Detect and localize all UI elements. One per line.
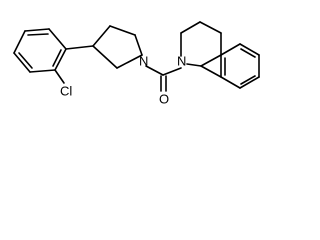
ring-bond — [220, 76, 241, 89]
ring-bond — [180, 21, 201, 34]
structure-canvas: Cl N N O — [0, 0, 272, 125]
molecule-drawing: Cl N N O — [13, 21, 260, 107]
benzo-ring — [200, 43, 260, 89]
aromatic-double-bond — [18, 52, 33, 69]
n-carbonyl-bond — [145, 65, 164, 76]
tetrahydro-ring — [180, 21, 222, 67]
ring-bond — [92, 25, 111, 47]
ring-bond — [29, 69, 56, 73]
aromatic-double-bond — [52, 49, 62, 67]
ring-bond — [92, 45, 118, 69]
aromatic-double-bond — [27, 33, 49, 36]
ring-bond — [13, 30, 26, 54]
aryl-pyrrolidine-bond — [65, 45, 94, 50]
ring-bond — [13, 52, 31, 73]
oxygen-label: O — [159, 92, 169, 107]
ring-bond — [220, 43, 241, 56]
ring-bond — [239, 43, 260, 56]
chlorophenyl-ring — [13, 28, 67, 73]
aromatic-double-bond — [240, 75, 256, 85]
ring-bond — [109, 25, 136, 36]
ring-bond — [200, 54, 222, 67]
ring-bond — [116, 54, 143, 69]
ring-bond — [186, 63, 202, 67]
c-cl-bond — [54, 69, 65, 84]
ring-bond — [48, 28, 67, 50]
pyrrolidine-nitrogen-label: N — [139, 54, 148, 69]
ring-bond — [200, 65, 222, 78]
carbonyl-n-bond — [162, 67, 182, 76]
chlorine-label: Cl — [60, 84, 72, 99]
ring-bond — [134, 34, 143, 56]
aromatic-double-bond — [240, 48, 256, 58]
ring-bond — [239, 76, 260, 89]
ring-bond — [24, 28, 50, 32]
pyrrolidine-ring — [92, 25, 143, 69]
quinoline-nitrogen-label: N — [177, 54, 186, 69]
ring-bond — [54, 48, 67, 71]
ring-bond — [199, 21, 222, 34]
